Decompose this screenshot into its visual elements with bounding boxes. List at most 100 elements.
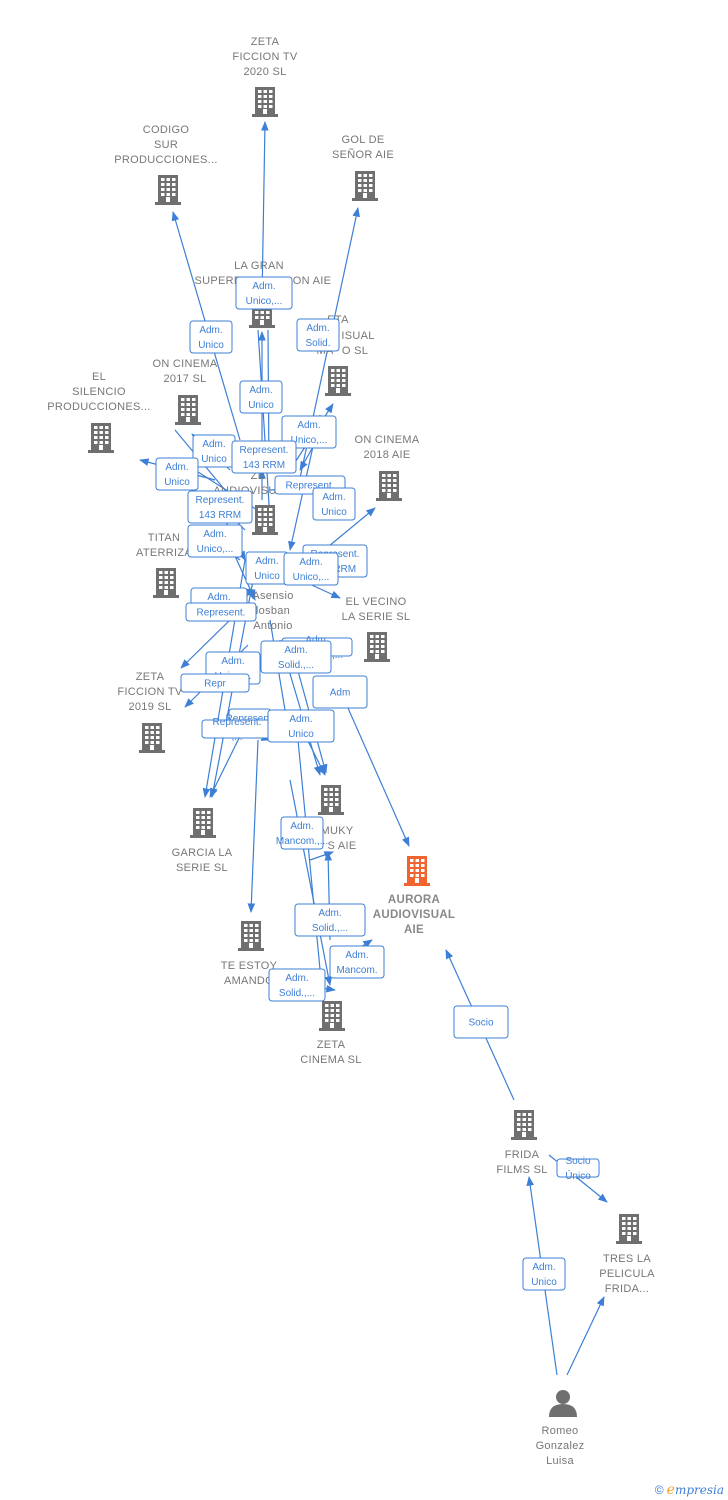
edge-label-box (453, 1005, 509, 1039)
edge-label[interactable]: Adm.Unico (522, 1257, 566, 1291)
edge-label[interactable]: Repr (180, 673, 250, 693)
node-label-line: O SL (342, 345, 368, 357)
building-icon[interactable] (252, 87, 278, 117)
building-icon[interactable] (318, 785, 344, 815)
edge-label-box (312, 487, 356, 521)
building-icon[interactable] (364, 632, 390, 662)
edge-label[interactable]: Represent.143 RRM (187, 490, 253, 524)
edge-label[interactable]: Adm.Unico,... (281, 415, 337, 449)
node-codigo[interactable]: CODIGOSURPRODUCCIONES... (114, 124, 218, 205)
edge-label-box (280, 816, 324, 850)
node-label-line: EL (92, 371, 106, 383)
building-icon[interactable] (252, 505, 278, 535)
edge-label-text: Adm. (345, 950, 368, 961)
edge-label-text: Adm (330, 688, 351, 699)
node-label-line: SEÑOR AIE (332, 148, 394, 161)
edge-label[interactable]: Adm.Unico (189, 320, 233, 354)
building-icon[interactable] (404, 856, 430, 886)
edge-label[interactable]: Adm.Unico (155, 457, 199, 491)
building-icon[interactable] (511, 1110, 537, 1140)
edge-label-box (556, 1158, 600, 1178)
brand-name: mpresia (674, 1483, 724, 1497)
edge-label[interactable]: Adm.Unico (245, 551, 289, 585)
edge-label[interactable]: Adm.Solid. (296, 318, 340, 352)
edge-label[interactable]: Adm.Mancom.,... (276, 816, 328, 850)
building-icon[interactable] (616, 1214, 642, 1244)
building-icon[interactable] (238, 921, 264, 951)
node-garcia[interactable]: GARCIA LA SERIE SL (172, 808, 233, 874)
edge-label-text: Adm. (199, 325, 222, 336)
building-icon[interactable] (153, 568, 179, 598)
node-silencio[interactable]: ELSILENCIOPRODUCCIONES... (47, 371, 151, 453)
edge-label[interactable]: Represent.143 RRM (231, 440, 297, 474)
node-label-line: LA GRAN (234, 260, 284, 272)
edge-label-text: Adm. (207, 592, 230, 603)
edge-label[interactable]: Represent. (185, 602, 257, 622)
building-icon[interactable] (139, 723, 165, 753)
edge-label[interactable]: Adm.Unico,... (235, 276, 293, 310)
edge-label[interactable]: Adm.Unico,... (187, 524, 243, 558)
edge-label[interactable]: Adm.Solid.,... (260, 640, 332, 674)
node-label-line: ZETA (136, 671, 165, 683)
empresia-brand[interactable]: ©empresia (655, 1482, 724, 1498)
edge-label-text: 143 RRM (199, 510, 241, 521)
edge-label-text: Adm. (202, 439, 225, 450)
node-label-line: GARCIA LA (172, 847, 233, 859)
edge-label[interactable]: Adm.Unico (239, 380, 283, 414)
edge-label[interactable]: Socio (453, 1005, 509, 1039)
building-icon[interactable] (319, 1001, 345, 1031)
building-icon[interactable] (175, 395, 201, 425)
building-icon[interactable] (155, 175, 181, 205)
relationship-edge (339, 689, 410, 847)
edge-label[interactable]: Adm.Unico,... (283, 552, 339, 586)
node-label-line: AMANDO (224, 975, 274, 987)
node-label-line: Antonio (253, 620, 292, 632)
building-icon[interactable] (325, 366, 351, 396)
building-icon[interactable] (88, 423, 114, 453)
node-tres[interactable]: TRES LAPELICULAFRIDA... (599, 1214, 655, 1295)
node-label-line: SERIE SL (176, 862, 228, 874)
building-icon[interactable] (352, 171, 378, 201)
node-label-line: FRIDA... (605, 1283, 650, 1295)
edge-label[interactable]: Adm.Unico (267, 709, 335, 743)
edge-label[interactable]: Adm.Unico (192, 434, 236, 468)
node-label-line: TE ESTOY (221, 960, 278, 972)
node-label-line: LA SERIE SL (342, 611, 411, 623)
node-teestoy[interactable]: TE ESTOY AMANDO (221, 921, 278, 987)
copyright-symbol: © (654, 1483, 664, 1497)
edge-label-text: ,... (231, 732, 242, 743)
relationship-edge (309, 851, 334, 861)
edge-label-box (235, 276, 293, 310)
edge-label-text: Adm. (285, 973, 308, 984)
node-label-line: AUDIOVISUAL (373, 909, 456, 921)
building-icon[interactable] (190, 808, 216, 838)
person-icon[interactable] (549, 1390, 577, 1417)
edge-label[interactable]: Adm.Solid.,... (294, 903, 366, 937)
edge-label[interactable]: Adm.Unico (312, 487, 356, 521)
edge-label[interactable]: Adm (312, 675, 368, 709)
building-icon[interactable] (376, 471, 402, 501)
edge-label-text: Unico (531, 1277, 557, 1288)
edge-label[interactable]: Adm.Solid.,... (268, 968, 326, 1002)
relationship-edge (247, 739, 259, 913)
edge-label-text: Único (565, 1169, 591, 1182)
edge-label-text: Solid.,... (312, 923, 348, 934)
node-label-line: ZETA (251, 36, 280, 48)
edge-label[interactable]: Adm.Mancom. (329, 945, 385, 979)
connector-line (257, 329, 274, 521)
edge-label[interactable]: Represent.,... (201, 717, 273, 743)
